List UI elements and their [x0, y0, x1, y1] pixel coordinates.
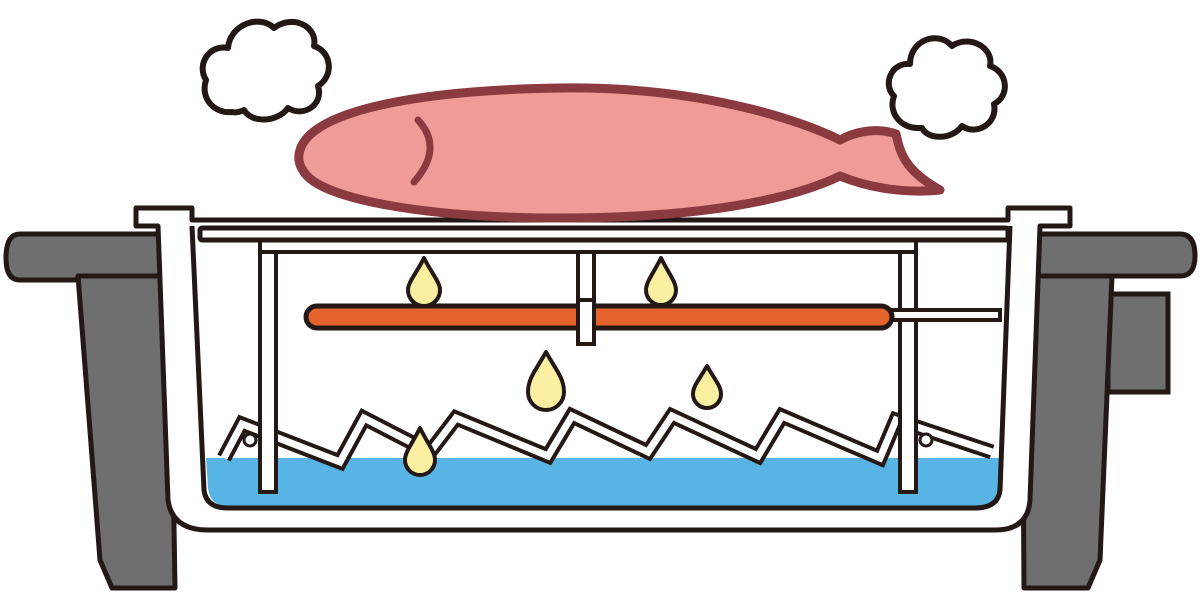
reflector-plate	[217, 406, 995, 472]
pan-inner-wall	[189, 225, 1013, 511]
reflector-pivot-right	[918, 432, 934, 448]
pan-outer	[133, 205, 1073, 533]
right-leg	[1019, 273, 1115, 591]
heater-tube	[303, 298, 1002, 346]
droplet-icon	[406, 256, 442, 308]
steam-cloud-icon	[885, 35, 1008, 140]
control-box	[1105, 291, 1171, 395]
grill-body-right	[1019, 231, 1198, 591]
reflector-pivot-left	[242, 432, 258, 448]
right-handle	[1027, 231, 1198, 279]
steam-cloud-icon	[199, 18, 332, 123]
left-leg	[75, 273, 178, 591]
grill-grate	[197, 225, 1011, 243]
droplet-icon	[691, 364, 723, 410]
droplet-icon	[526, 350, 566, 412]
fish-icon	[294, 83, 945, 223]
droplet-icon	[644, 256, 678, 307]
fish-gill-line	[410, 116, 434, 186]
grill-body-left	[3, 231, 178, 591]
fish	[294, 83, 945, 223]
water-tray	[206, 458, 1000, 506]
left-handle	[3, 231, 168, 283]
droplet-icon	[403, 426, 437, 477]
oil-drips	[403, 256, 723, 477]
